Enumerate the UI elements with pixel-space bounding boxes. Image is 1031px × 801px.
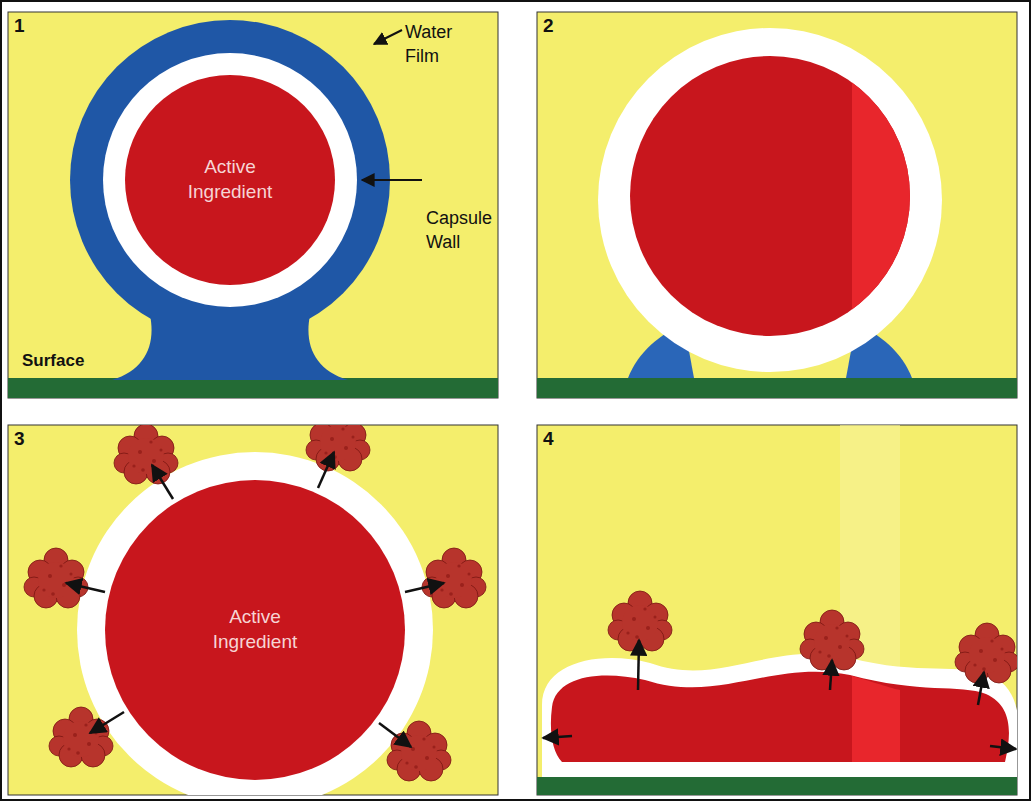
capsule-drying [537,28,1017,398]
panel-number: 4 [543,428,554,450]
core-fill [105,480,405,780]
callout-label: Capsule Wall [426,206,494,255]
panel-ground [537,425,1017,795]
panel: 1Active Ingredient [8,12,498,398]
core-outline [125,75,335,285]
capsule-releasing [24,425,486,795]
panel-ground [8,12,498,398]
ingredient-label: Active Ingredient [195,605,315,654]
capsule-with-water-film [8,20,498,398]
ingredient-label: Active Ingredient [170,155,290,204]
core-fill [125,75,335,285]
callout-label: Water Film [405,20,467,69]
panel: 4 [537,425,1017,795]
capsule-collapsed [537,591,1017,795]
panel: 2 [537,12,1017,398]
active-ingredient-core: Active Ingredient [125,75,335,285]
panel: 3Active Ingredient [8,425,498,795]
surface-label: Surface [22,350,84,373]
leader-arrow [374,30,402,44]
core-outline [105,480,405,780]
panel-number: 1 [14,15,25,37]
active-ingredient-core: Active Ingredient [105,480,405,780]
panel-ground [537,12,1017,398]
panel-number: 3 [14,428,25,450]
leader-arrow [362,179,422,181]
panel-number: 2 [543,15,554,37]
